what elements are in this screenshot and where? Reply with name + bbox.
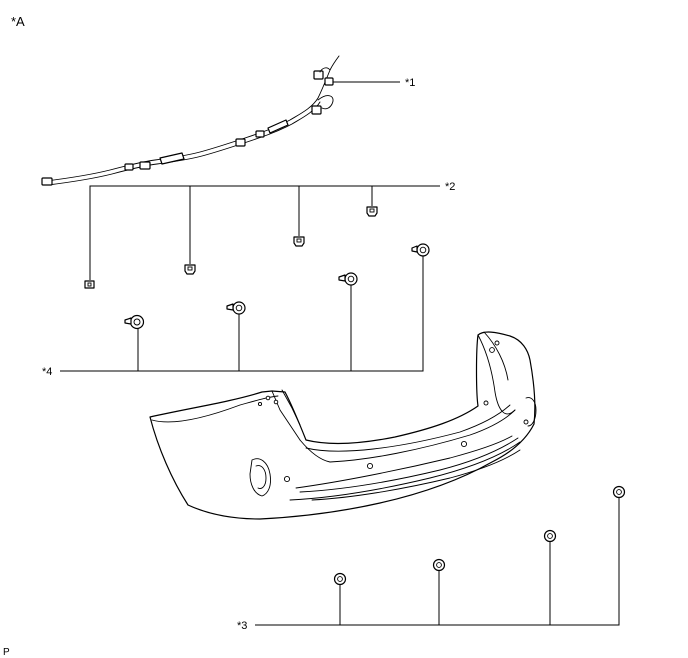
footer-label: P: [3, 647, 10, 658]
sensor-grommet-icon: [612, 485, 626, 499]
callout-2-label: *2: [445, 181, 455, 193]
wire-harness-icon: [41, 55, 340, 186]
sensor-retainers-group: [60, 243, 430, 372]
sensor-grommet-icon: [333, 572, 347, 586]
sensor-clips-group: [84, 185, 440, 289]
sensor-retainer-icon: [411, 243, 430, 257]
sensor-clip-icon: [366, 206, 378, 217]
sensor-clip-icon: [84, 280, 95, 289]
sensor-retainer-icon: [338, 272, 358, 286]
sensor-clip-icon: [293, 236, 305, 247]
sensor-retainer-icon: [226, 301, 246, 315]
callout-4-label: *4: [42, 366, 52, 378]
callout-3-label: *3: [237, 620, 247, 632]
view-label: *A: [11, 14, 25, 29]
bumper-cover-icon: [149, 331, 537, 520]
callout-1-label: *1: [405, 77, 415, 89]
sensor-grommet-icon: [432, 558, 446, 572]
sensor-grommet-icon: [543, 529, 557, 543]
sensor-retainer-icon: [124, 314, 145, 330]
sensor-grommets-group: [255, 485, 626, 626]
sensor-clip-icon: [184, 264, 196, 275]
